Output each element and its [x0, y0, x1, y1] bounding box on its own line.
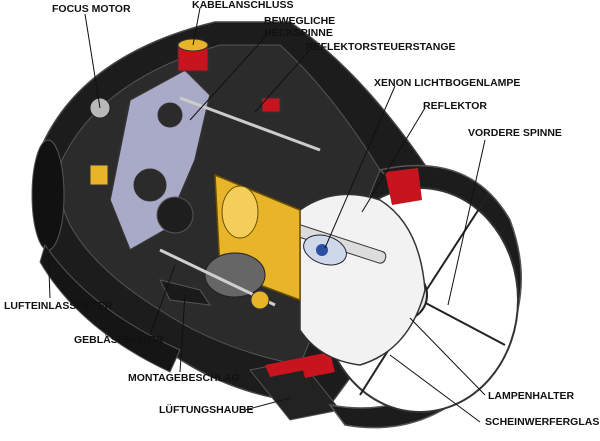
leader-scheinwerferglas: [389, 354, 481, 423]
leader-heckspinne: [189, 33, 269, 121]
leader-lufteinlassfilter: [47, 244, 51, 299]
spider-arm-2: [419, 194, 489, 301]
label-bewegliche: BEWEGLICHE: [264, 15, 336, 27]
intake-filter-clip: [89, 164, 109, 186]
plate-hole-1: [157, 102, 183, 128]
blower-motor: [159, 248, 276, 310]
leader-xenon-lampe: [324, 85, 396, 249]
label-lueftungshaube: LÜFTUNGSHAUBE: [159, 404, 254, 416]
label-vordere-spinne: VORDERE SPINNE: [468, 127, 562, 139]
label-geblaesemotor: GEBLÄSEMOTOR: [74, 334, 164, 346]
label-heckspinne: HECKSPINNE: [264, 27, 333, 39]
housing-bottom-band: [39, 243, 181, 373]
blower-motor-body: [204, 252, 266, 298]
rear-spider-plate: [89, 69, 211, 252]
lamp-housing-end: [221, 185, 259, 239]
blower-fan-hub: [250, 290, 270, 310]
label-montagebeschlag: MONTAGEBESCHLAG: [128, 372, 240, 384]
label-reflektor: REFLEKTOR: [423, 100, 487, 112]
leader-lueftungshaube: [244, 397, 291, 411]
leader-vordere-spinne: [447, 139, 486, 306]
leader-lines: [47, 7, 486, 423]
control-plate: [109, 69, 211, 252]
red-trim-bottom: [265, 358, 305, 377]
plate-hole-2: [133, 168, 167, 202]
reflector-control-rod: [179, 96, 321, 152]
leader-geblaesemotor: [149, 264, 176, 336]
gear-wheel: [156, 196, 194, 234]
red-trim-top: [385, 168, 422, 205]
label-reflektorsteuerstange: REFLEKTORSTEUERSTANGE: [306, 41, 456, 53]
leader-montagebeschlag: [179, 294, 186, 373]
leader-kabelanschluss: [192, 7, 201, 46]
mounting-bracket: [159, 279, 212, 306]
rod-red-block: [261, 97, 281, 113]
label-focus-motor: FOCUS MOTOR: [52, 3, 131, 15]
leader-focus-motor: [84, 13, 101, 109]
spider-arm-3: [419, 299, 506, 346]
label-lampenhalter: LAMPENHALTER: [488, 390, 575, 402]
label-lufteinlassfilter: LUFTEINLASSFILTER: [4, 300, 113, 312]
rear-cap: [31, 139, 65, 251]
leader-reflektorsteuerstange: [254, 49, 311, 113]
label-xenon-lampe: XENON LICHTBOGENLAMPE: [374, 77, 521, 89]
red-trim-front-bottom: [300, 352, 335, 378]
leader-lampenhalter: [409, 317, 486, 396]
leader-reflektor: [361, 107, 426, 213]
label-kabelanschluss: KABELANSCHLUSS: [192, 0, 294, 11]
label-scheinwerferglas: SCHEINWERFERGLAS: [485, 416, 600, 428]
